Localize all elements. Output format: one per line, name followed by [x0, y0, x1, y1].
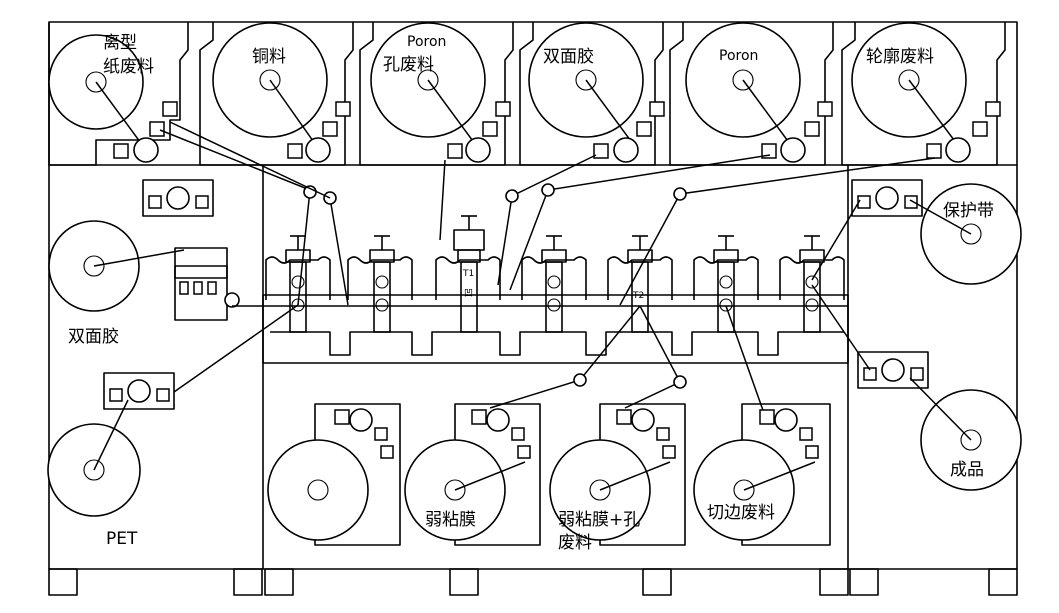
- nip-stairs-2: [287, 101, 351, 163]
- machine-feet: [48, 568, 1018, 596]
- weak-film-hole-label-2: 废料: [558, 533, 592, 553]
- right-section: [851, 179, 1022, 491]
- poron-label: Poron: [719, 48, 758, 64]
- bottom-rewind-units: [267, 403, 831, 546]
- station-t1-sub-label: 凹: [464, 289, 473, 299]
- station-t2-label: T2: [632, 291, 644, 301]
- finished-label: 成品: [950, 460, 984, 480]
- weak-film-label: 弱粘膜: [425, 510, 476, 530]
- station-t1-label: T1: [462, 269, 474, 279]
- nip-stairs-3: [447, 101, 511, 163]
- pet-label: PET: [106, 529, 138, 549]
- nip-stairs-6: [926, 101, 1001, 163]
- double-tape-top-label: 双面胶: [543, 47, 594, 67]
- double-tape-left-label: 双面胶: [68, 327, 119, 347]
- release-paper-label-1: 离型: [103, 33, 137, 53]
- protect-tape-label: 保护带: [943, 201, 994, 221]
- poron-hole-label-1: Poron: [407, 34, 446, 50]
- nip-stairs-4: [593, 101, 665, 163]
- web-path: [159, 121, 936, 417]
- top-rewind-units: [48, 22, 1006, 166]
- edge-waste-label: 切边废料: [707, 503, 775, 523]
- weak-film-hole-label-1: 弱粘膜+孔: [558, 510, 640, 530]
- nip-stairs-1: [113, 101, 178, 163]
- copper-label: 铜料: [252, 47, 286, 67]
- release-paper-label-2: 纸废料: [103, 57, 154, 77]
- left-unwind-section: [47, 179, 240, 517]
- nip-stairs-5: [761, 101, 833, 163]
- contour-waste-label: 轮廓废料: [866, 47, 934, 67]
- die-stations: [265, 215, 845, 356]
- poron-hole-label-2: 孔废料: [383, 55, 434, 75]
